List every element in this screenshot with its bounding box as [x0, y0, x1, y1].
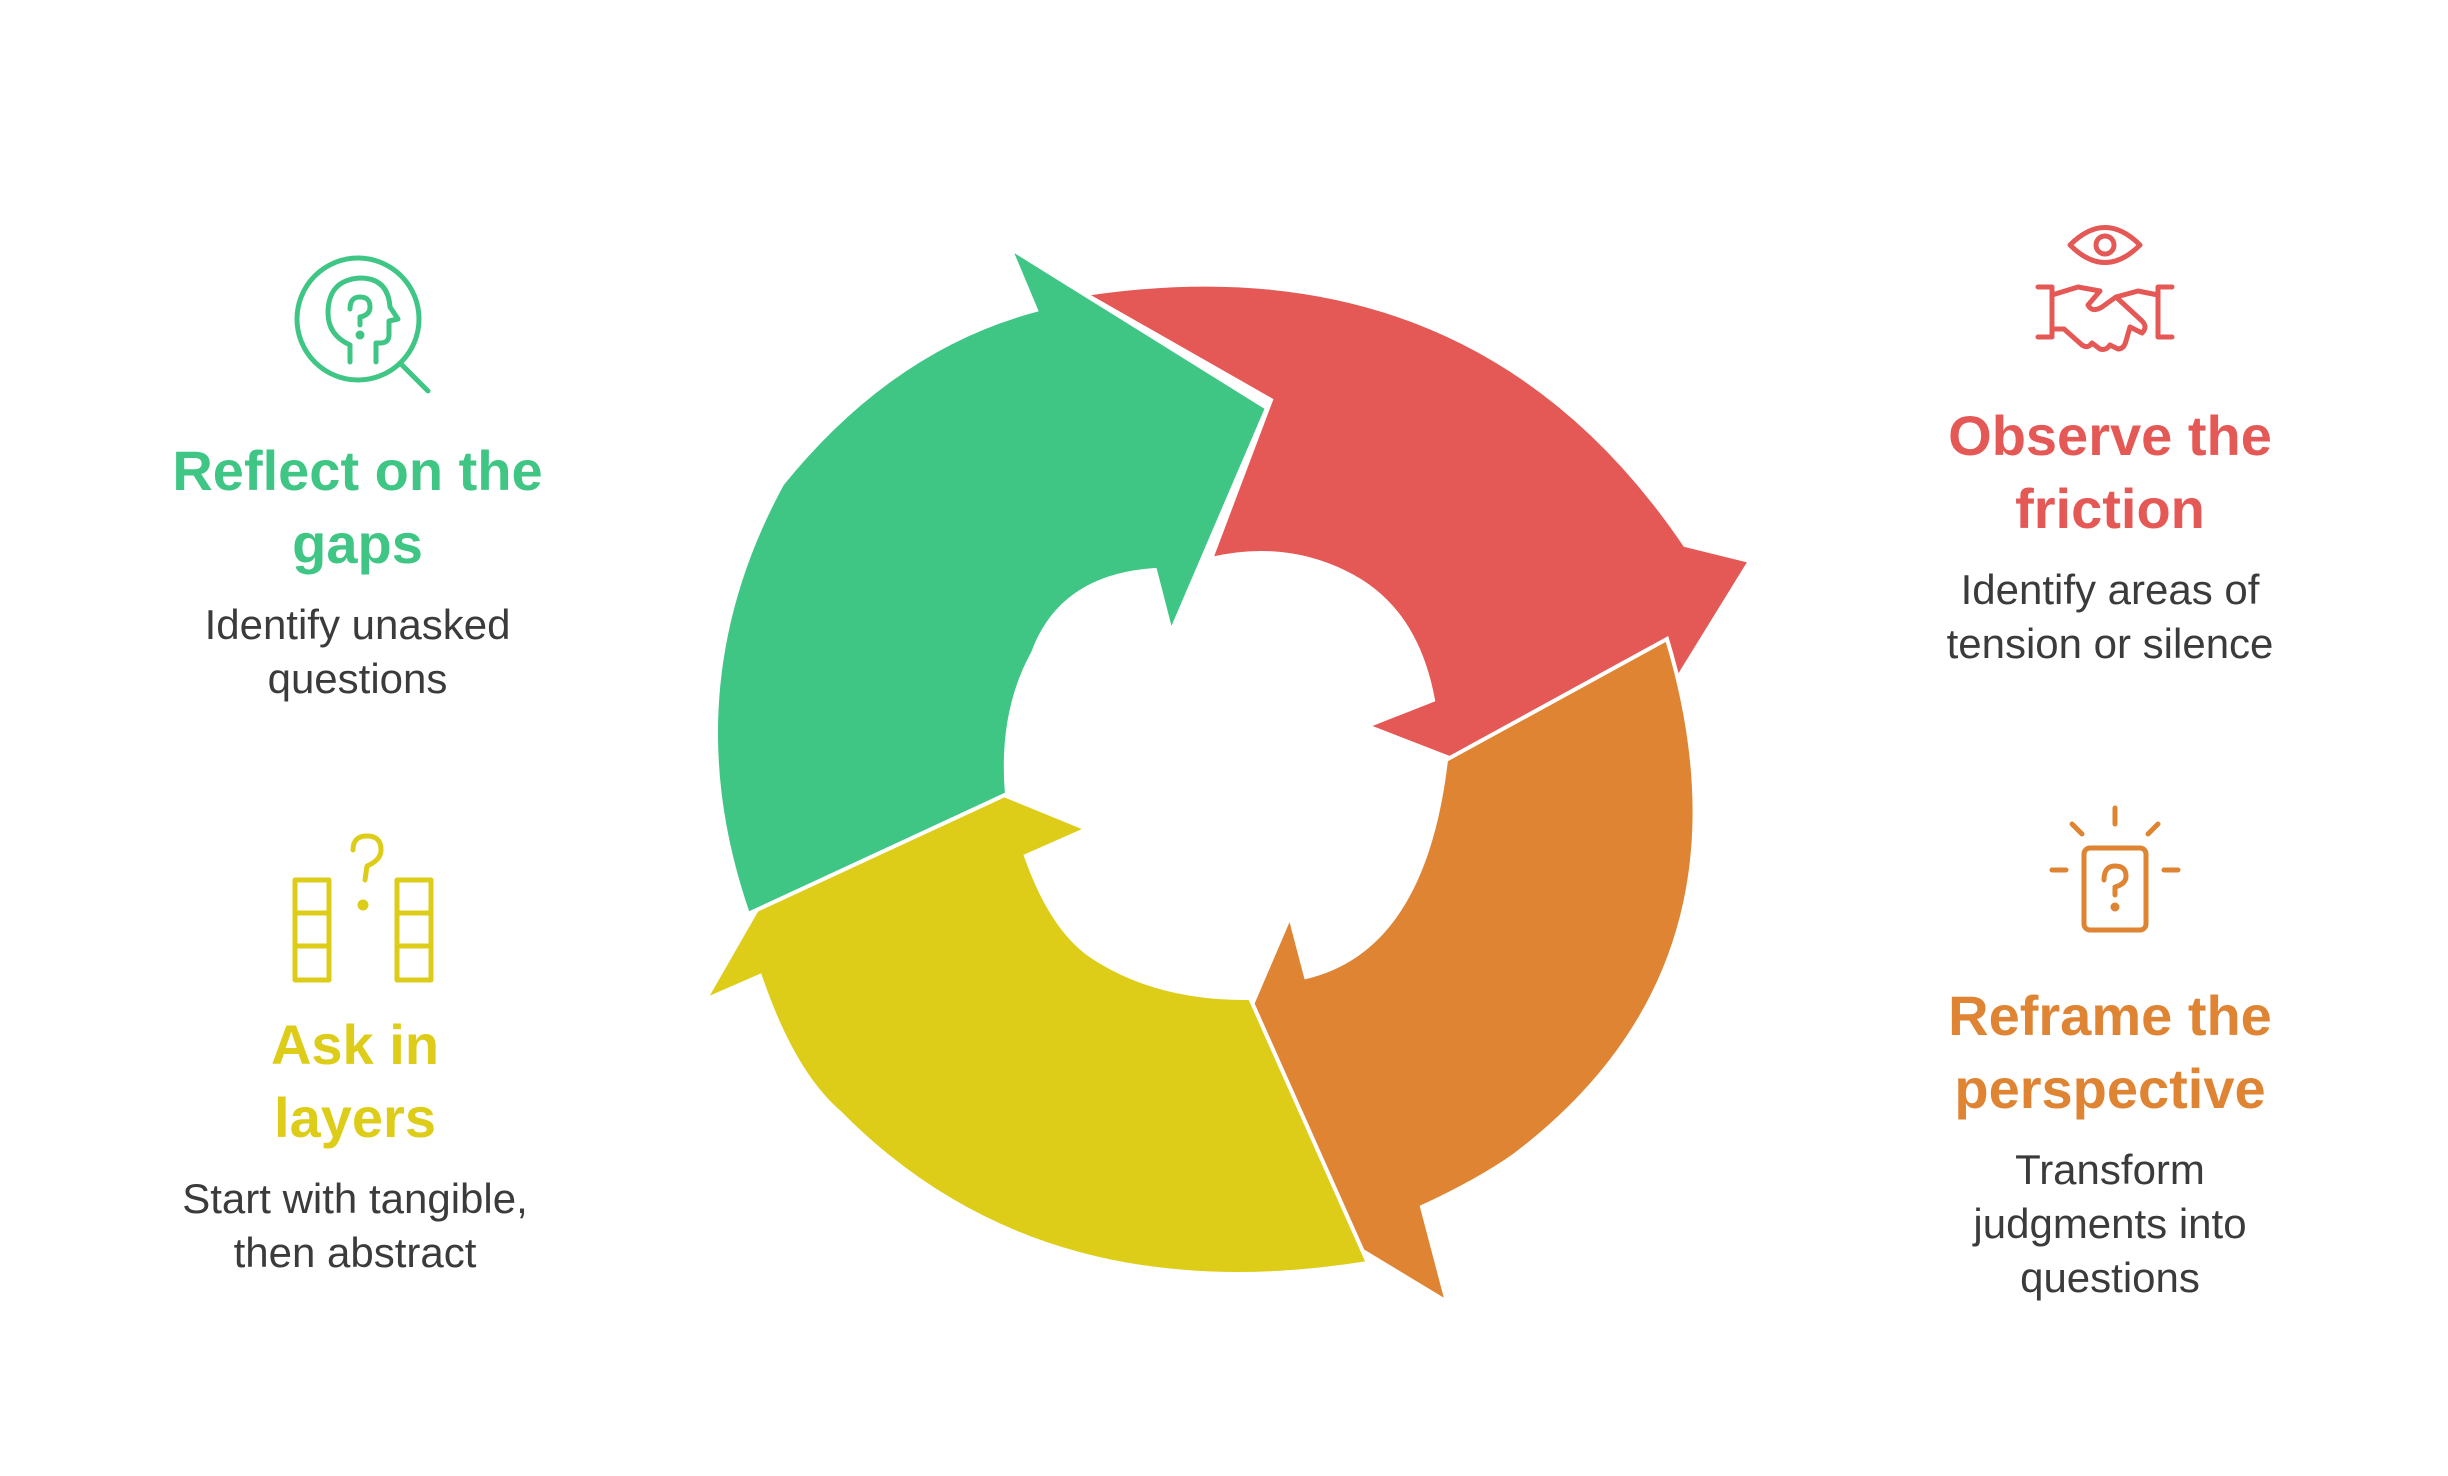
- arrow-reflect-gaps: [713, 242, 1270, 917]
- arrow-reframe-perspective: [1188, 636, 1697, 1307]
- step-reflect: Reflect on the gaps Identify unasked que…: [155, 434, 560, 706]
- step-reframe: Reframe the perspective Transform judgme…: [1880, 979, 2340, 1305]
- step-description: Start with tangible, then abstract: [182, 1175, 528, 1276]
- step-ask: Ask in layers Start with tangible, then …: [130, 1008, 580, 1280]
- eye-handshake-icon: [2035, 225, 2175, 352]
- step-description: Identify areas of tension or silence: [1946, 566, 2274, 667]
- step-title: Ask in layers: [270, 1013, 440, 1149]
- layered-stacks-question-icon: [292, 833, 434, 983]
- step-description: Identify unasked questions: [204, 601, 511, 702]
- arrow-ask-layers: [700, 732, 1371, 1276]
- step-title: Reflect on the gaps: [172, 439, 543, 575]
- step-title: Observe the friction: [1948, 404, 2272, 540]
- step-observe: Observe the friction Identify areas of t…: [1900, 399, 2320, 671]
- head-question-magnifier-icon: [294, 255, 431, 394]
- step-title: Reframe the perspective: [1948, 984, 2272, 1120]
- step-description: Transform judgments into questions: [1973, 1146, 2247, 1301]
- question-card-idea-icon: [2049, 805, 2181, 933]
